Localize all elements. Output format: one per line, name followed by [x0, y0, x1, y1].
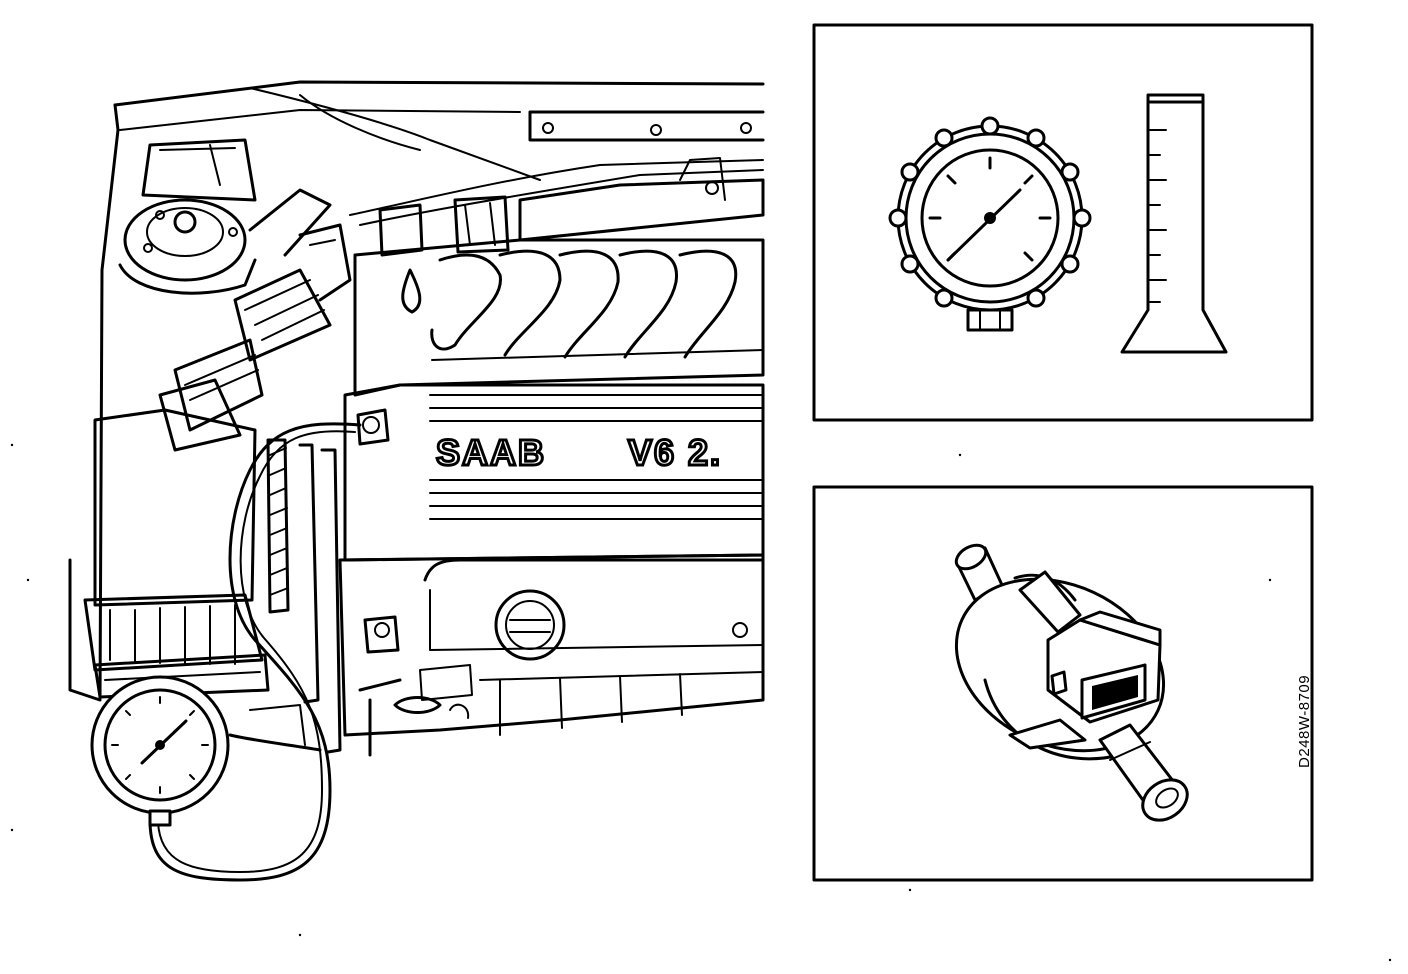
- scan-specks: [10, 443, 1392, 962]
- cowl-bolts: [542, 122, 752, 136]
- pressure-gauge-icon: [90, 675, 230, 827]
- air-intake-hose: [158, 188, 352, 452]
- strut-mount: [118, 138, 257, 295]
- air-filter-box: [83, 408, 270, 699]
- engine-model-label: V6 2.: [628, 432, 722, 473]
- valve-panel: [812, 485, 1314, 882]
- solenoid-valve-icon: [954, 543, 1189, 822]
- figure-code-label: D248W-8709: [1296, 674, 1313, 768]
- radiator-section: [266, 438, 342, 754]
- gauge-hose: [148, 422, 362, 882]
- engine-cover: SAAB V6 2.: [343, 383, 765, 562]
- intake-manifold: [353, 238, 765, 397]
- engine-bay-illustration: SAAB V6 2.: [68, 80, 765, 757]
- measuring-cylinder-icon: [1120, 93, 1228, 354]
- lower-components: [228, 678, 402, 757]
- tools-panel: [812, 23, 1314, 422]
- engine-brand-label: SAAB: [436, 432, 546, 473]
- valve-cover: [338, 553, 765, 737]
- pressure-gauge-icon: [888, 116, 1092, 332]
